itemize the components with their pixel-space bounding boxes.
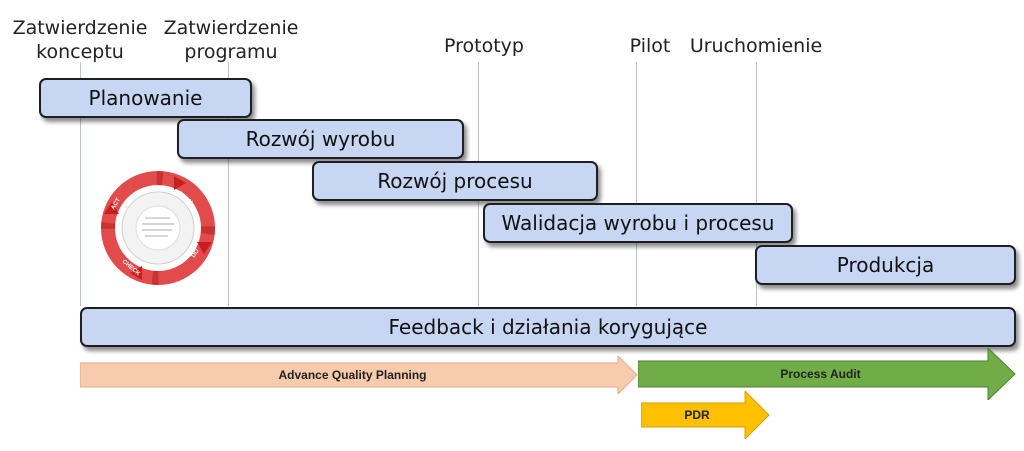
milestone-line1: Zatwierdzenie [163, 17, 299, 39]
phase-label: Feedback i działania korygujące [388, 315, 708, 339]
phase-production: Produkcja [755, 245, 1016, 285]
milestone-line-concept [80, 62, 81, 306]
arrow-shape [638, 348, 1016, 400]
phase-label: Planowanie [88, 86, 203, 110]
arrow-shape [641, 391, 770, 439]
arrow-label-process-audit: Process Audit [780, 367, 861, 381]
arrow-shape [80, 356, 638, 394]
milestone-line1: Pilot [629, 35, 671, 57]
milestone-launch: Uruchomienie [684, 34, 828, 58]
milestone-prototype: Prototyp [424, 34, 544, 58]
pdca-cycle-icon: PLAN DO CHECK ACT [101, 171, 215, 285]
pdca-do-label: DO [191, 248, 201, 259]
phase-label: Rozwój wyrobu [245, 127, 396, 151]
milestone-line2: programu [184, 41, 278, 63]
milestone-line1: Zatwierdzenie [12, 17, 148, 39]
phase-label: Produkcja [836, 253, 935, 277]
phase-feedback-corrective-actions: Feedback i działania korygujące [80, 307, 1016, 347]
phase-label: Rozwój procesu [377, 169, 533, 193]
milestone-line-program [228, 62, 229, 306]
phase-product-process-validation: Walidacja wyrobu i procesu [483, 203, 793, 243]
arrow-pdr [641, 391, 770, 439]
phase-label: Walidacja wyrobu i procesu [501, 211, 775, 235]
phase-planning: Planowanie [39, 78, 252, 118]
phase-process-development: Rozwój procesu [312, 161, 598, 201]
phase-product-development: Rozwój wyrobu [177, 119, 464, 159]
milestone-line1: Prototyp [444, 35, 524, 57]
arrow-advance-quality-planning [80, 356, 638, 394]
milestone-program-approval: Zatwierdzenie programu [163, 16, 299, 64]
milestone-pilot: Pilot [618, 34, 682, 58]
pdca-act-label: ACT [111, 197, 123, 211]
arrow-label-pdr: PDR [684, 408, 710, 422]
arrow-process-audit [638, 348, 1016, 400]
milestone-line-launch [756, 62, 757, 306]
milestone-line2: konceptu [36, 41, 124, 63]
milestone-line-pilot [636, 62, 637, 306]
arrow-label-aqp: Advance Quality Planning [278, 368, 427, 382]
milestone-concept-approval: Zatwierdzenie konceptu [12, 16, 148, 64]
milestone-line1: Uruchomienie [689, 35, 823, 57]
